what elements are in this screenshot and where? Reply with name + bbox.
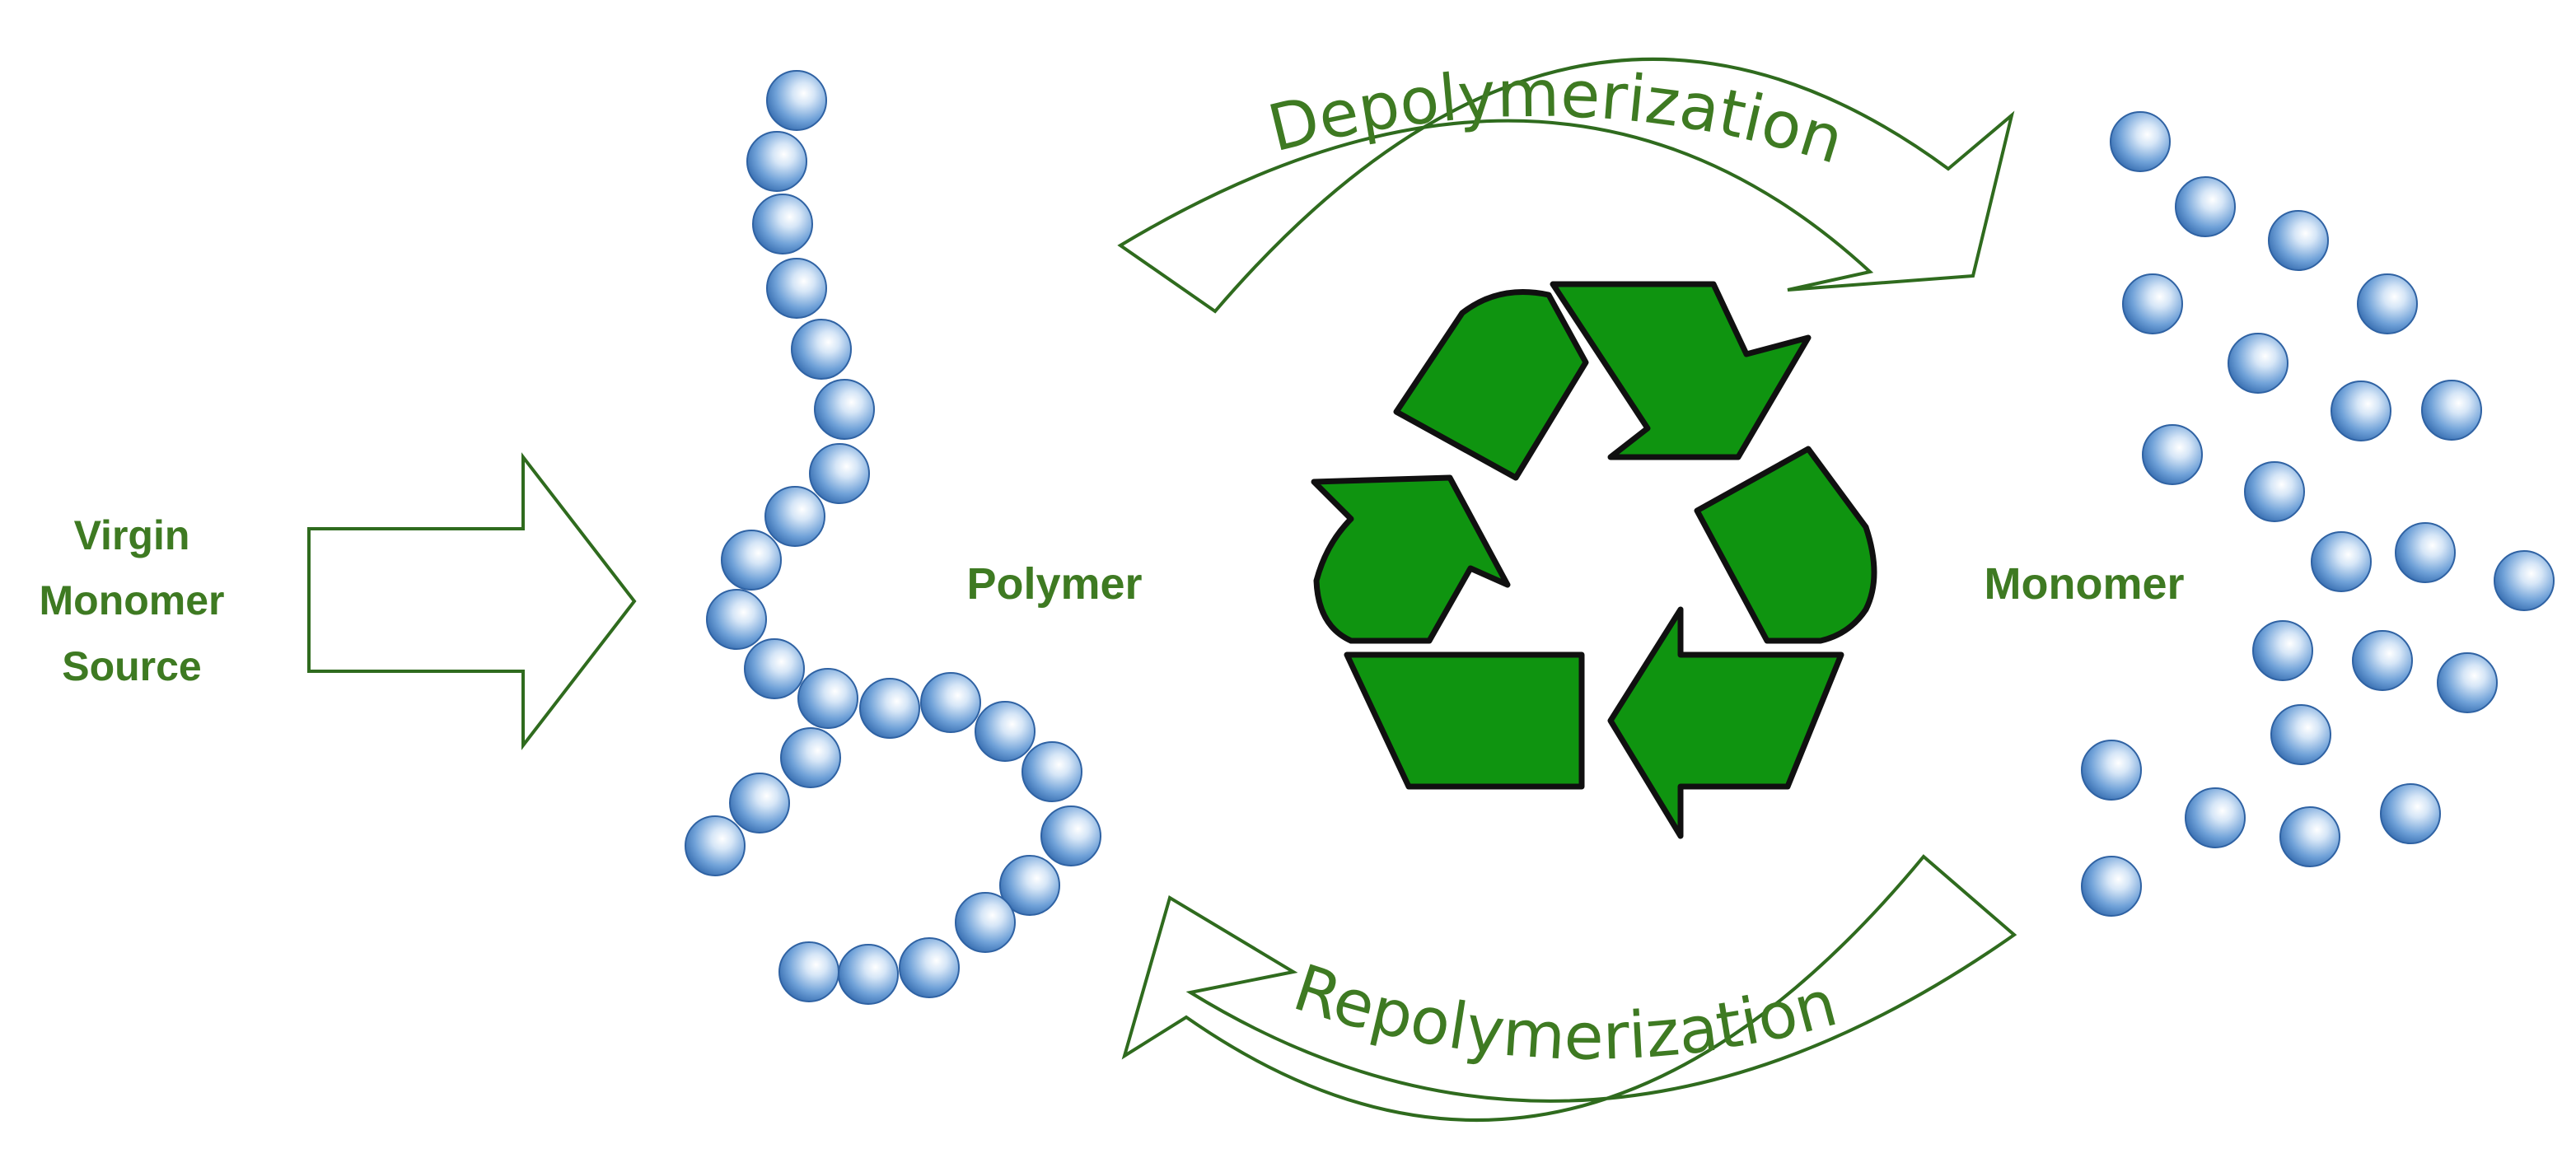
monomer-bead bbox=[2352, 630, 2413, 691]
monomer-bead bbox=[2081, 740, 2142, 801]
polymer-bead bbox=[838, 944, 899, 1005]
monomer-bead bbox=[2268, 210, 2329, 271]
polymer-bead bbox=[744, 638, 805, 699]
monomer-beads bbox=[2081, 111, 2555, 917]
repolymerization-label: Repolymerization bbox=[1285, 951, 1844, 1075]
recycle-icon bbox=[1311, 281, 1877, 839]
monomer-bead bbox=[2494, 550, 2555, 611]
polymer-bead bbox=[746, 131, 807, 192]
svg-text:Source: Source bbox=[62, 643, 202, 689]
polymer-bead bbox=[780, 727, 841, 788]
monomer-bead bbox=[2437, 652, 2498, 713]
depolymerization-arrow bbox=[1117, 58, 2015, 314]
polymer-bead bbox=[797, 668, 858, 729]
polymer-bead bbox=[685, 815, 746, 876]
monomer-bead bbox=[2380, 783, 2441, 844]
monomer-bead bbox=[2357, 273, 2418, 334]
monomer-bead bbox=[2331, 381, 2391, 441]
polymer-bead bbox=[814, 379, 875, 440]
polymer-bead bbox=[1040, 805, 1101, 866]
polymer-bead bbox=[778, 941, 839, 1002]
svg-text:Virgin: Virgin bbox=[74, 512, 190, 558]
repolymerization-arrow bbox=[1121, 854, 2017, 1122]
polymer-bead bbox=[729, 773, 790, 833]
svg-text:Monomer: Monomer bbox=[40, 577, 225, 623]
polymer-bead bbox=[706, 589, 767, 650]
monomer-bead bbox=[2244, 461, 2305, 522]
polymer-bead bbox=[920, 672, 981, 733]
monomer-bead bbox=[2252, 620, 2313, 681]
polymer-bead bbox=[899, 937, 960, 998]
polymer-bead bbox=[975, 701, 1036, 762]
polymer-bead bbox=[1022, 741, 1082, 802]
polymer-bead bbox=[766, 258, 827, 319]
monomer-bead bbox=[2421, 380, 2482, 441]
monomer-bead bbox=[2228, 333, 2288, 394]
polymer-bead bbox=[766, 70, 827, 131]
monomer-bead bbox=[2311, 531, 2372, 592]
monomer-bead bbox=[2175, 176, 2236, 237]
polymer-bead bbox=[859, 678, 920, 739]
monomer-bead bbox=[2110, 111, 2171, 172]
monomer-bead bbox=[2122, 273, 2183, 334]
monomer-bead bbox=[2270, 704, 2331, 765]
monomer-bead bbox=[2081, 856, 2142, 917]
monomer-bead bbox=[2279, 806, 2340, 867]
virgin-monomer-source-label: Virgin Monomer Source bbox=[40, 512, 225, 689]
monomer-bead bbox=[2142, 424, 2203, 485]
polymer-label: Polymer bbox=[966, 559, 1142, 609]
monomer-bead bbox=[2185, 787, 2246, 848]
polymer-chain bbox=[685, 70, 1101, 1005]
polymer-bead bbox=[955, 892, 1016, 953]
polymer-bead bbox=[999, 855, 1060, 916]
monomer-label: Monomer bbox=[1985, 559, 2185, 609]
polymer-bead bbox=[764, 486, 825, 547]
monomer-bead bbox=[2395, 522, 2456, 583]
polymer-bead bbox=[721, 530, 782, 591]
polymer-bead bbox=[791, 319, 852, 380]
polymer-bead bbox=[752, 194, 813, 254]
block-arrow-right-icon bbox=[307, 452, 637, 750]
polymer-bead bbox=[809, 443, 870, 504]
